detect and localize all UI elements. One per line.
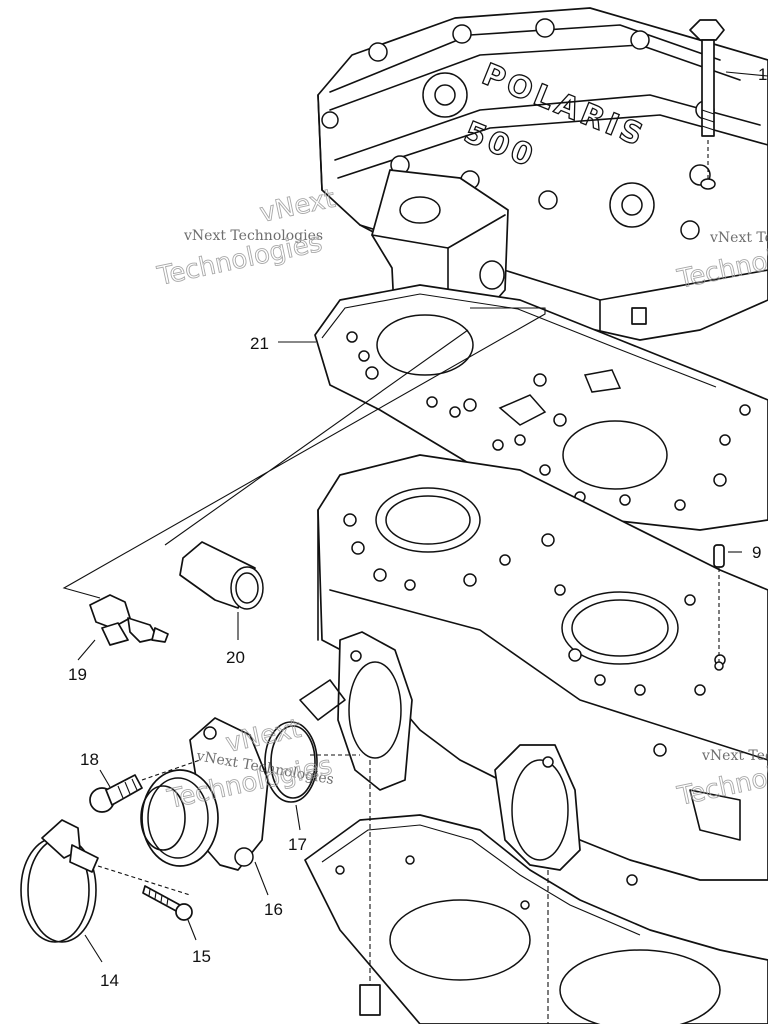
watermark-text: vNext Technologies: [709, 230, 768, 246]
clamp-screw: [142, 885, 197, 941]
watermark-text: vNext Technologies: [183, 228, 323, 244]
thermostat: [179, 541, 264, 640]
callout-17: 17: [288, 835, 307, 854]
callout-19: 19: [68, 665, 87, 684]
watermark-fragment: vNext: [223, 714, 304, 759]
exhaust-flange: [140, 717, 269, 896]
head-gasket: [314, 284, 768, 531]
watermark-upper-left: vNext vNext Technologies Technologies: [154, 183, 338, 292]
callout-18: 18: [80, 750, 99, 769]
callout-21: 21: [250, 334, 269, 353]
callout-1: 1: [758, 65, 767, 84]
callout-14: 14: [100, 971, 119, 990]
cylinder-block: [299, 454, 768, 886]
assembly-leader-lines: [62, 307, 546, 599]
watermark-fragment: vNext: [257, 184, 338, 229]
callout-15: 15: [192, 947, 211, 966]
callout-9: 9: [752, 543, 761, 562]
base-gasket: [304, 814, 768, 1024]
lower-stud: [359, 760, 549, 1024]
temperature-sensor: [77, 594, 169, 661]
callout-16: 16: [264, 900, 283, 919]
cover-bolt: [689, 19, 768, 190]
watermark-text: vNext Technologies: [701, 748, 768, 764]
callout-20: 20: [226, 648, 245, 667]
o-ring: [264, 721, 360, 831]
dowel-pin: [713, 544, 742, 671]
flange-bolt: [89, 759, 201, 813]
hose-clamp: [20, 819, 191, 963]
